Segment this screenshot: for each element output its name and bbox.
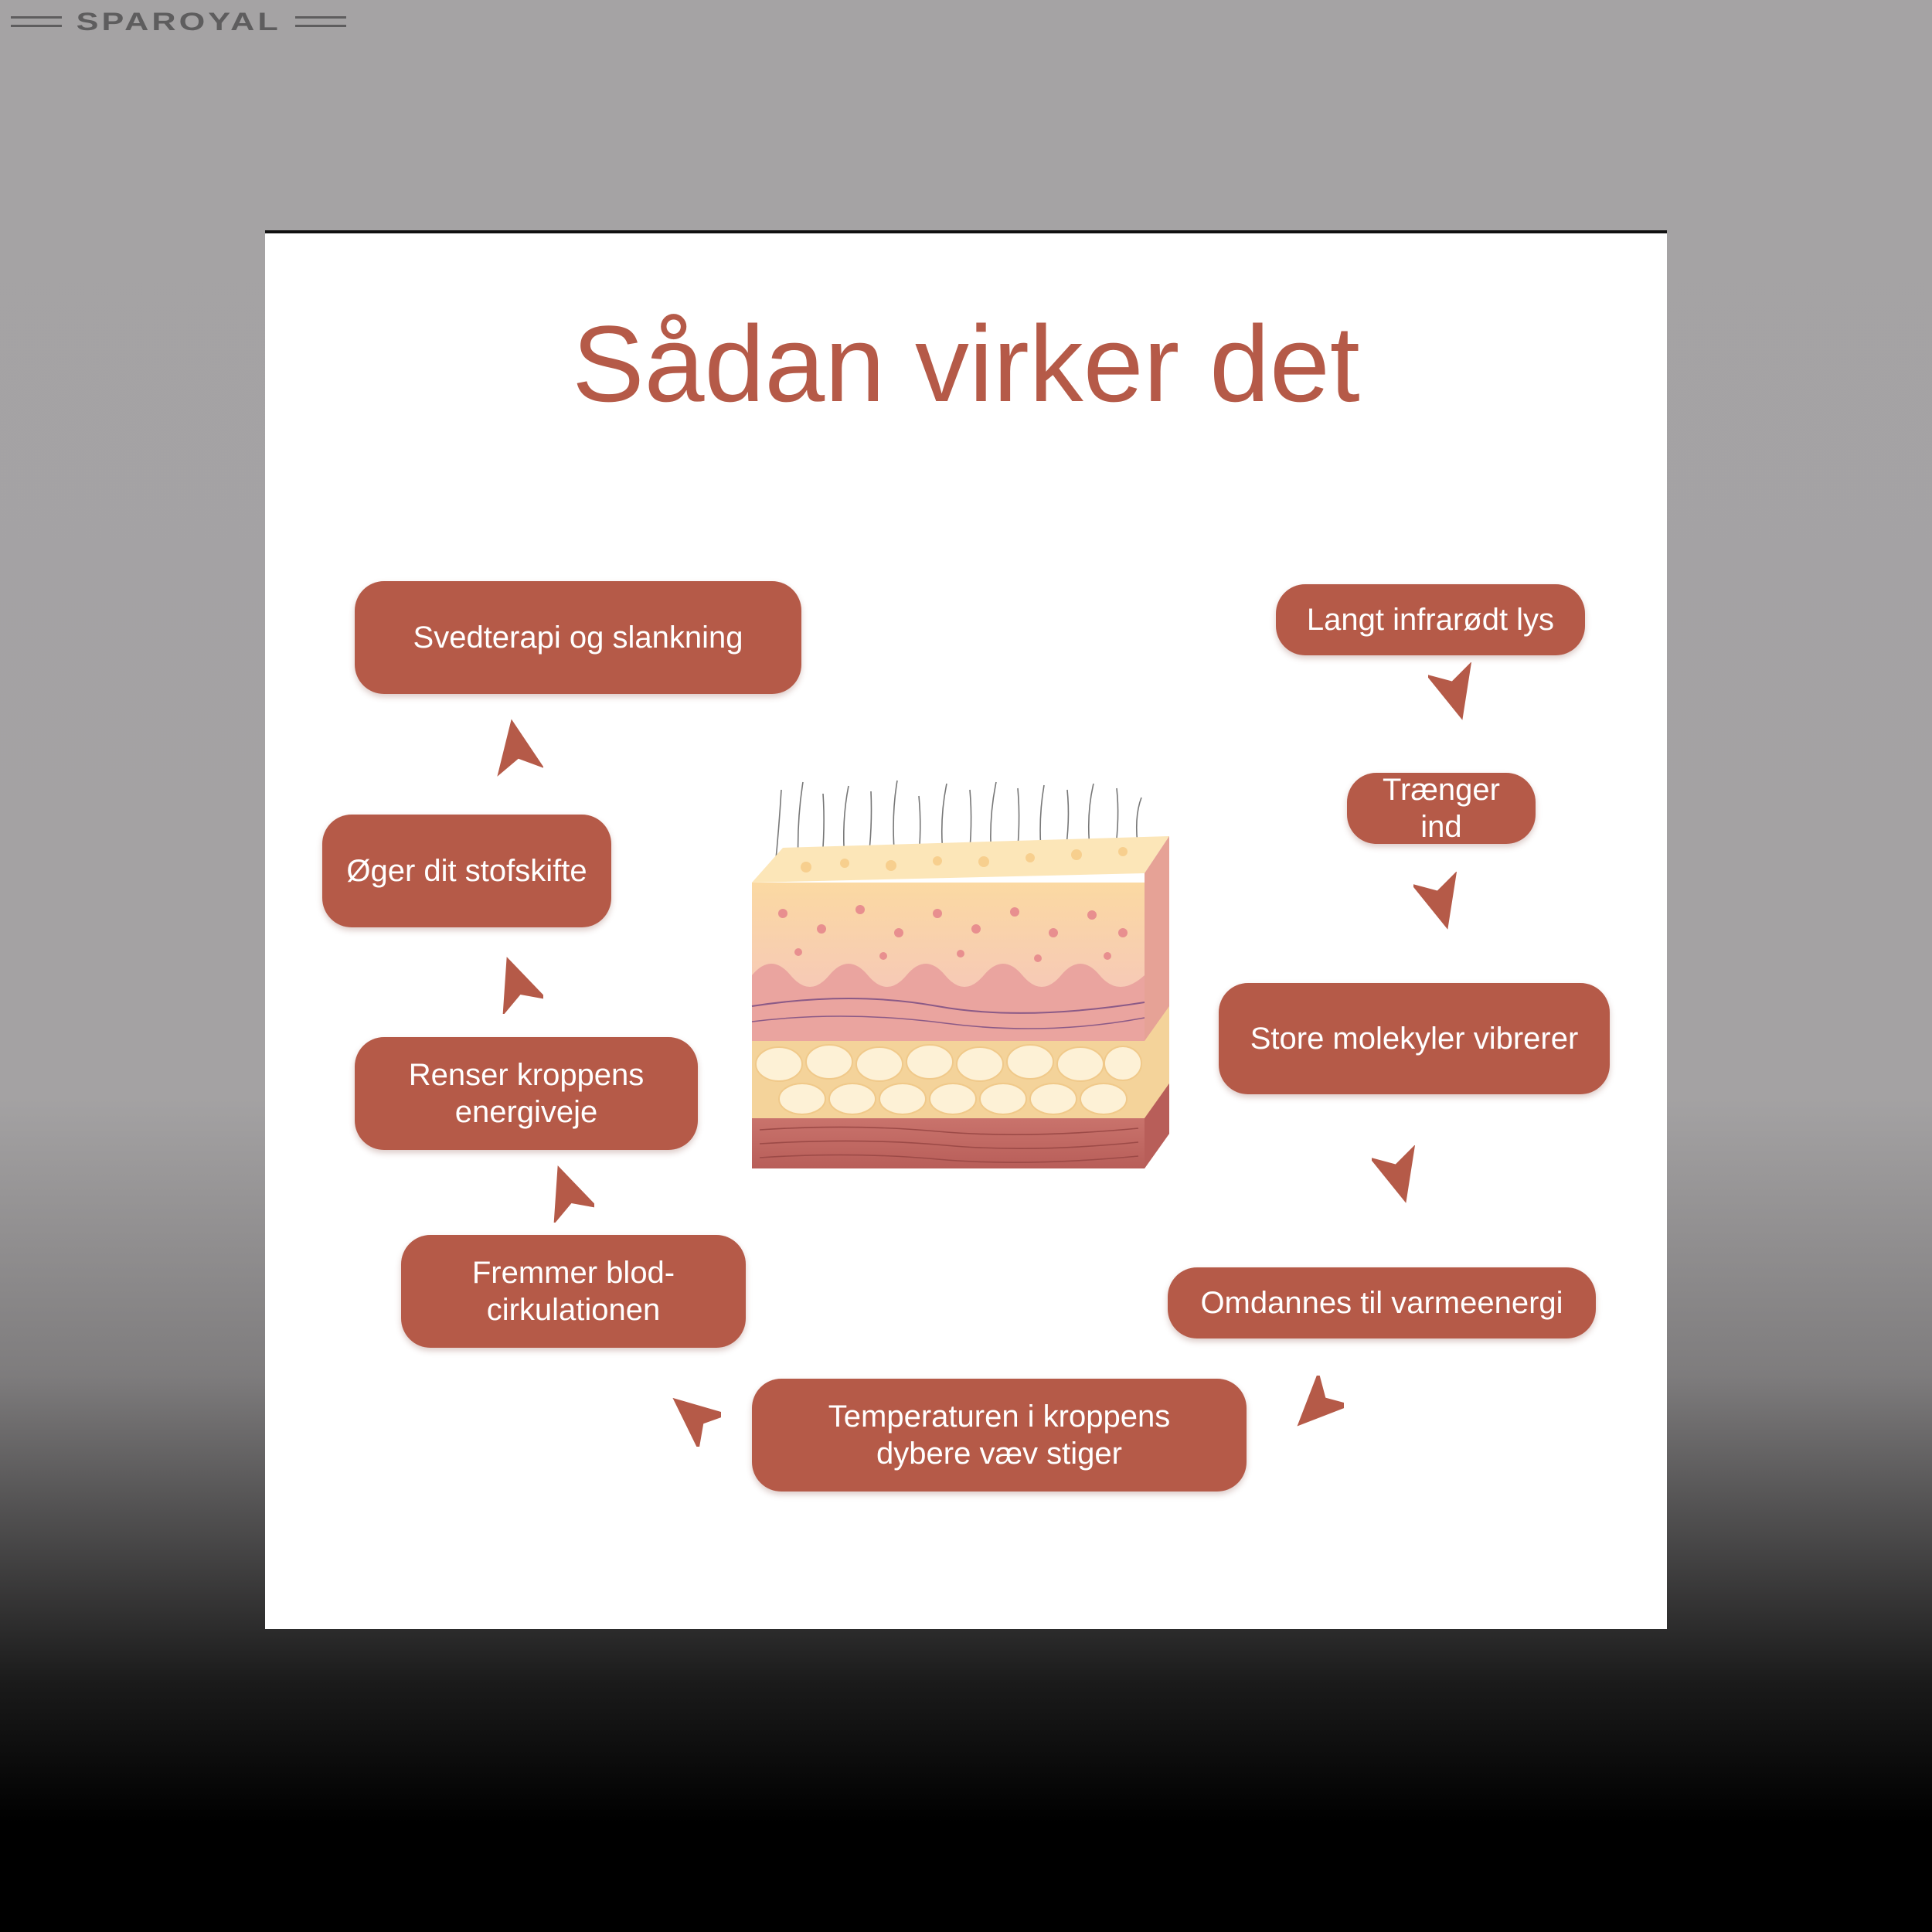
arrow-icon bbox=[553, 1165, 594, 1223]
step-label: Øger dit stofskifte bbox=[346, 854, 587, 888]
arrow-icon bbox=[502, 957, 543, 1014]
logo-lines-right bbox=[295, 16, 347, 27]
step-label: Temperaturen i kroppens dybere væv stige… bbox=[828, 1400, 1171, 1471]
step-label: Svedterapi og slankning bbox=[413, 621, 743, 655]
step-label: Renser kroppens energiveje bbox=[408, 1058, 645, 1129]
step-renser-energiveje: Renser kroppens energiveje bbox=[355, 1037, 698, 1150]
step-temperaturen-stiger: Temperaturen i kroppens dybere væv stige… bbox=[752, 1379, 1247, 1492]
skin-layers-icon bbox=[751, 780, 1169, 1168]
step-oger-stofskifte: Øger dit stofskifte bbox=[322, 815, 611, 927]
logo-text: SPAROYAL bbox=[76, 7, 281, 36]
step-omdannes-til-varmeenergi: Omdannes til varmeenergi bbox=[1168, 1267, 1596, 1338]
page-title: Sådan virker det bbox=[572, 303, 1360, 424]
step-label: Fremmer blod- cirkulationen bbox=[471, 1256, 675, 1327]
logo-lines-left bbox=[11, 16, 62, 27]
arrow-icon bbox=[1428, 662, 1472, 720]
step-label: Omdannes til varmeenergi bbox=[1200, 1286, 1563, 1320]
step-label: Langt infrarødt lys bbox=[1306, 603, 1555, 637]
brand-logo: SPAROYAL bbox=[11, 7, 347, 36]
step-langt-infrarodt-lys: Langt infrarødt lys bbox=[1276, 584, 1585, 655]
arrow-icon bbox=[1372, 1145, 1416, 1203]
infographic-card: Sådan virker det Langt infrarødt lys Træ… bbox=[265, 230, 1667, 1629]
step-fremmer-blodcirkulationen: Fremmer blod- cirkulationen bbox=[401, 1235, 746, 1348]
arrow-icon bbox=[497, 719, 543, 777]
arrow-icon bbox=[1297, 1376, 1344, 1427]
step-store-molekyler-vibrerer: Store molekyler vibrerer bbox=[1219, 983, 1610, 1094]
step-label: Trænger ind bbox=[1383, 773, 1500, 844]
step-svedterapi-slankning: Svedterapi og slankning bbox=[355, 581, 801, 694]
arrow-icon bbox=[672, 1397, 721, 1447]
step-traenger-ind: Trænger ind bbox=[1347, 773, 1536, 844]
step-label: Store molekyler vibrerer bbox=[1250, 1022, 1579, 1056]
arrow-icon bbox=[1413, 872, 1458, 930]
